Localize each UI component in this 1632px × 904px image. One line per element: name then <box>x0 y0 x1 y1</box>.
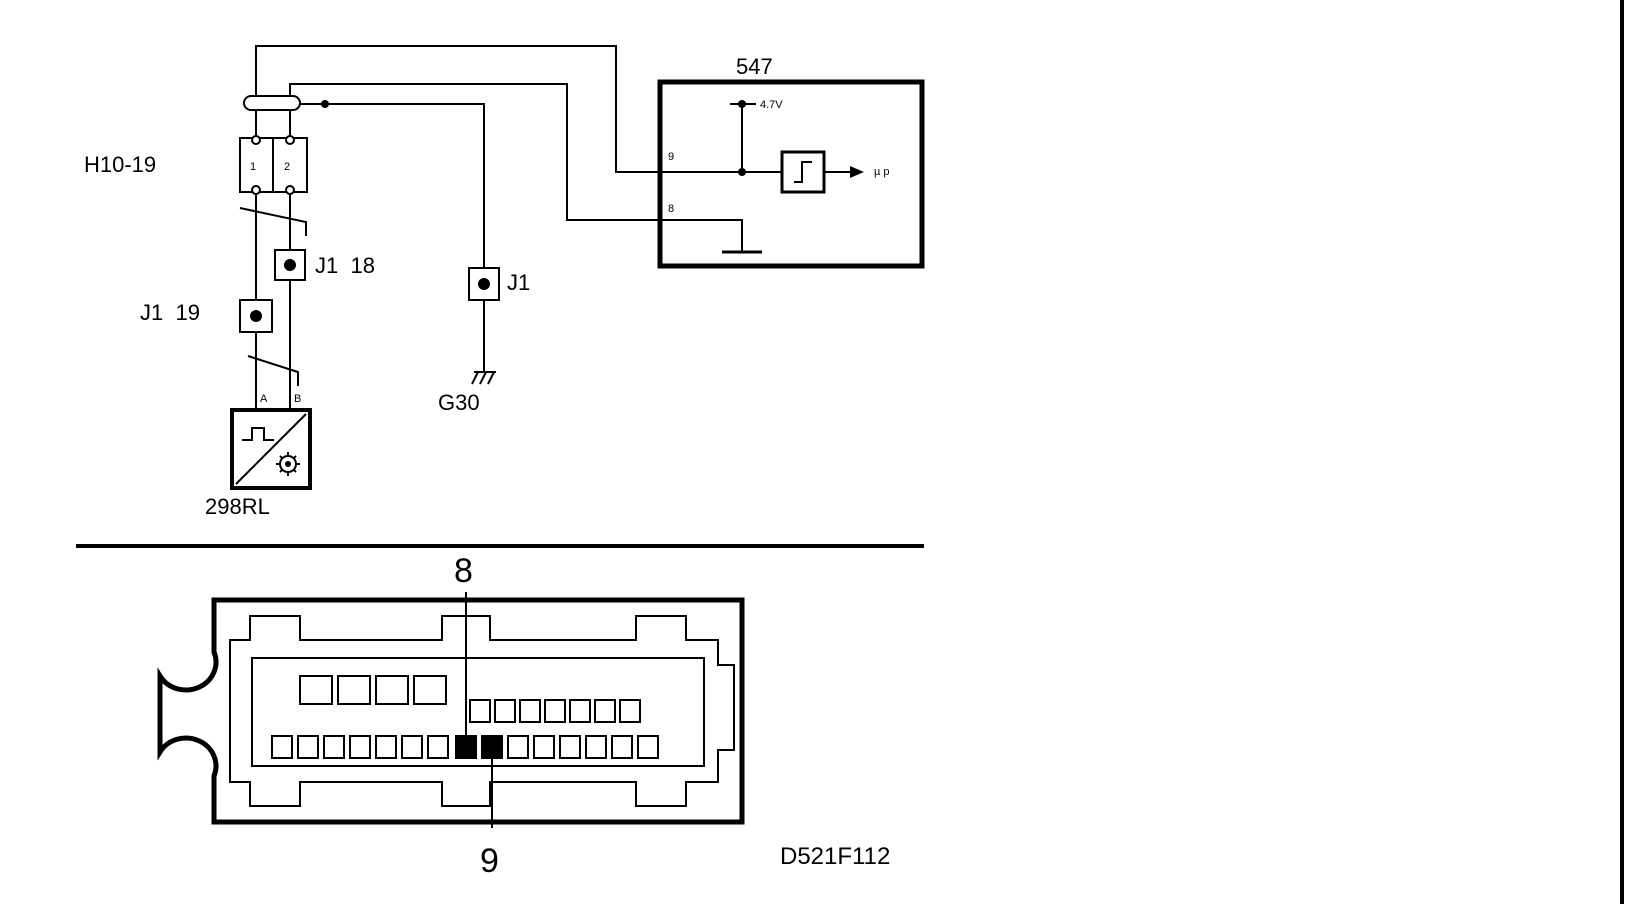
ecu-547-label: 547 <box>736 54 773 79</box>
connector-j1 <box>468 267 500 301</box>
shield-loop-icon <box>243 95 301 111</box>
harness-shield-icon <box>239 207 307 236</box>
sensor-298rl <box>230 408 312 490</box>
callout-9-label: 9 <box>480 842 499 880</box>
sensor-298rl-label: 298RL <box>205 494 270 519</box>
ground-g30-label: G30 <box>438 390 480 415</box>
cavity-row-bottom <box>271 735 659 759</box>
connector-face-view <box>157 597 745 825</box>
connector-j1-19-label: J1 19 <box>140 300 200 325</box>
sensor-shield-icon <box>247 355 299 386</box>
connector-j1-18 <box>274 249 306 281</box>
sensor-wheel-icon <box>276 452 300 476</box>
connector-h-pin-1-label: 1 <box>250 161 256 173</box>
ref-voltage-label: 4.7V <box>760 99 783 111</box>
callout-8-label: 8 <box>454 552 473 590</box>
connector-j1-18-label: J1 18 <box>315 253 375 278</box>
input-node <box>738 168 746 176</box>
splice-dot <box>321 100 329 108</box>
ecu-547 <box>657 79 925 269</box>
ground-icon <box>471 371 496 385</box>
connector-h10-19: 1 2 <box>239 135 308 195</box>
sensor-pin-a-label: A <box>260 393 268 405</box>
connector-j1-19 <box>239 299 273 333</box>
output-arrow-icon <box>850 166 864 178</box>
cavity-row-top-left <box>299 675 447 705</box>
microprocessor-label: µ p <box>874 166 890 178</box>
connector-h-pin-2-label: 2 <box>284 161 290 173</box>
ecu-pin-8-label: 8 <box>668 203 674 215</box>
ref-voltage-node <box>738 100 746 108</box>
connector-h10-19-label: H10-19 <box>84 152 156 177</box>
figure-id-label: D521F112 <box>780 843 890 870</box>
wires <box>255 45 680 410</box>
connector-j1-label: J1 <box>507 270 530 295</box>
ecu-pin-9-label: 9 <box>668 151 674 163</box>
pulse-signal-icon <box>242 427 274 441</box>
cavity-row-top-right <box>469 699 641 723</box>
sensor-pin-b-label: B <box>294 393 301 405</box>
